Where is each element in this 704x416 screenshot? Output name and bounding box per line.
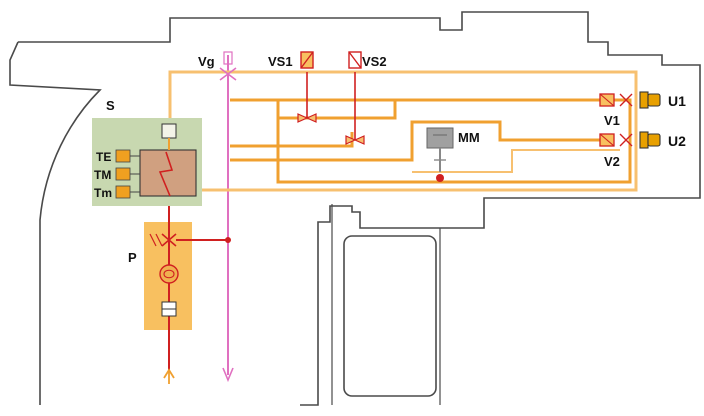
exchanger-coil (158, 151, 174, 197)
v1-valve[interactable] (599, 93, 633, 107)
bypass-junction (225, 237, 231, 243)
tm-sensor-icon (115, 167, 140, 181)
vs2-valve-icon (345, 135, 365, 145)
filter-icon (161, 301, 177, 317)
v2-valve[interactable] (599, 133, 633, 147)
tm-lower-sensor-icon (115, 185, 140, 199)
te-sensor-icon (115, 149, 140, 163)
u2-nozzle-icon (639, 131, 661, 149)
exchanger-inlet-block (161, 123, 177, 139)
u2-label: U2 (668, 133, 686, 149)
manifold-outer (168, 70, 638, 192)
vs2-label: VS2 (362, 54, 387, 69)
u1-label: U1 (668, 93, 686, 109)
vs2-solenoid[interactable] (348, 51, 362, 69)
u1-nozzle-icon (639, 91, 661, 109)
vg-label: Vg (198, 54, 215, 69)
flow-out-arrow-icon (222, 367, 234, 383)
machine-outline (18, 11, 701, 406)
pump-valve-icon (149, 233, 177, 247)
vs1-label: VS1 (268, 54, 293, 69)
vg-valve-icon[interactable] (219, 51, 237, 81)
tm-upper-label: TM (94, 168, 111, 182)
pipe-u2-return (412, 149, 620, 173)
grip-shell (331, 204, 441, 405)
mm-label: MM (458, 130, 480, 145)
p-label: P (128, 250, 137, 265)
flow-in-arrow-icon (163, 368, 175, 384)
s-label: S (106, 98, 115, 113)
pump-icon (159, 264, 179, 284)
v2-label: V2 (604, 154, 620, 169)
pipe-vs2-branch (230, 132, 354, 148)
vs1-solenoid[interactable] (300, 51, 314, 69)
te-label: TE (96, 150, 111, 164)
pipe-vs1-branch (278, 100, 397, 120)
grip-outline (343, 235, 437, 397)
pipe-u2-run (230, 120, 600, 162)
mm-gauge-icon (426, 127, 454, 182)
tm-lower-label: Tm (94, 186, 112, 200)
v1-label: V1 (604, 113, 620, 128)
vs1-valve-icon (297, 113, 317, 123)
machine-outline-left (9, 41, 102, 405)
